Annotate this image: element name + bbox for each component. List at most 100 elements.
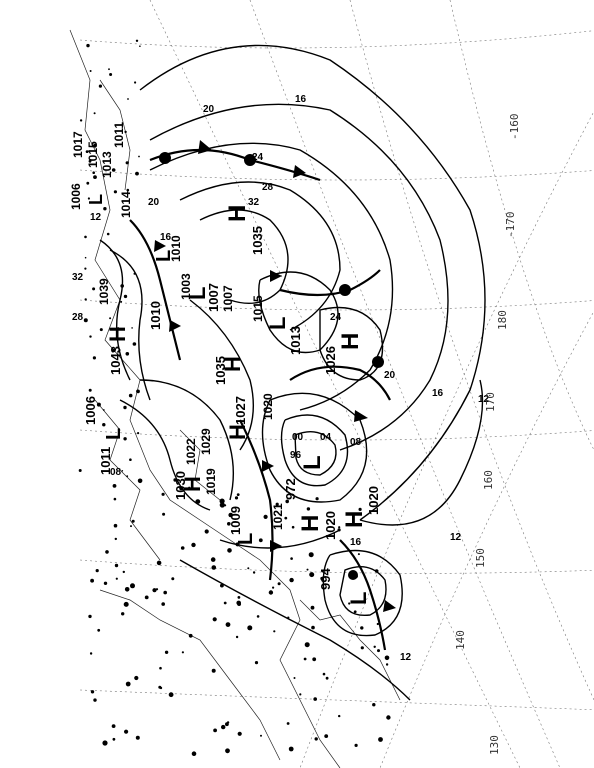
station-dot [234,496,239,500]
station-dot [135,171,139,176]
pressure-label: 1026 [323,346,338,375]
station-dot [84,298,87,301]
station-dot [92,287,96,291]
station-dot [137,478,143,484]
high-symbol: H [341,511,368,528]
station-dot [173,478,177,482]
station-dot [219,502,225,508]
station-dot [124,587,130,592]
station-dot [384,655,390,661]
station-dot [84,235,87,239]
station-dot [108,68,110,71]
isobar-label: 24 [252,152,264,163]
station-dot [86,181,90,185]
low-center: L [153,250,175,262]
station-dot [137,432,140,435]
station-dot [92,171,95,174]
isobar-label: 28 [262,182,274,193]
station-dot [237,731,242,736]
station-dot [188,633,193,638]
isobar-label: 12 [478,394,490,405]
isobar-label: 32 [72,272,84,283]
station-dot [133,272,136,275]
isobar-label: 16 [160,232,172,243]
station-dot [97,628,101,632]
low-center: L [86,194,106,205]
low-center: L [103,428,125,440]
station-dot [163,590,167,595]
station-dot [113,497,117,501]
station-dot [79,119,83,122]
station-dot [164,650,169,654]
station-dot [161,602,165,606]
high-symbol: H [297,515,324,532]
station-dot [105,550,109,554]
station-dot [310,605,315,610]
graticule [79,0,594,768]
low-center: L [299,455,326,470]
station-dot [139,45,141,47]
station-dot [114,563,119,568]
station-dot [109,317,112,320]
station-dot [258,538,263,543]
station-dot [159,666,162,670]
station-dot [120,300,123,303]
station-dot [287,616,290,619]
station-dot [286,722,290,725]
station-dot [112,484,117,488]
station-dot [122,570,126,574]
high-symbol: H [180,476,205,492]
high-center: H [341,511,368,528]
pressure-value: 1010 [169,235,183,262]
station-dot [126,475,129,478]
station-dot [324,734,329,738]
station-dot [156,560,162,566]
station-dot [228,512,233,518]
isobars [99,44,486,701]
station-dot [102,409,105,411]
high-symbol: H [225,424,250,440]
station-dot [360,626,364,630]
isobar-label: 20 [148,197,160,208]
high-centers: H H H H H H H H [105,205,368,532]
station-dot [162,512,166,516]
station-dot [221,724,226,730]
pressure-label: 1010 [148,301,163,330]
high-center: H [105,326,130,342]
station-dot [123,601,129,607]
station-dot [237,602,242,606]
low-center: L [235,533,257,545]
pressure-label: 1013 [288,326,303,355]
station-dot [376,622,379,626]
station-dot [374,569,379,573]
station-dot [337,528,341,532]
station-dot [119,349,121,351]
station-dot [152,588,157,593]
station-dot [85,150,89,154]
station-dot [89,652,93,655]
pressure-label: 1043 [108,346,123,375]
station-dot [306,507,311,511]
station-dot [285,499,290,504]
isobar-label: 20 [384,370,396,381]
station-dot [144,595,149,600]
low-center: L [265,317,290,330]
pressure-label: 1020 [323,511,338,540]
station-dot [277,582,281,586]
longitude-label: 180 [496,310,509,330]
station-dot [290,557,293,560]
station-dot [96,402,101,407]
isobar-label: 32 [248,197,260,208]
station-dot [188,486,191,489]
station-dot [131,519,135,523]
station-dot [123,294,128,299]
station-dot [135,735,140,740]
pressure-value: 1003 [179,273,193,300]
station-dot [260,734,262,737]
isobar-label: 96 [290,450,302,461]
station-dot [306,568,309,571]
isobar-label: 12 [400,652,412,663]
station-dot [288,746,294,752]
fronts [129,140,396,651]
